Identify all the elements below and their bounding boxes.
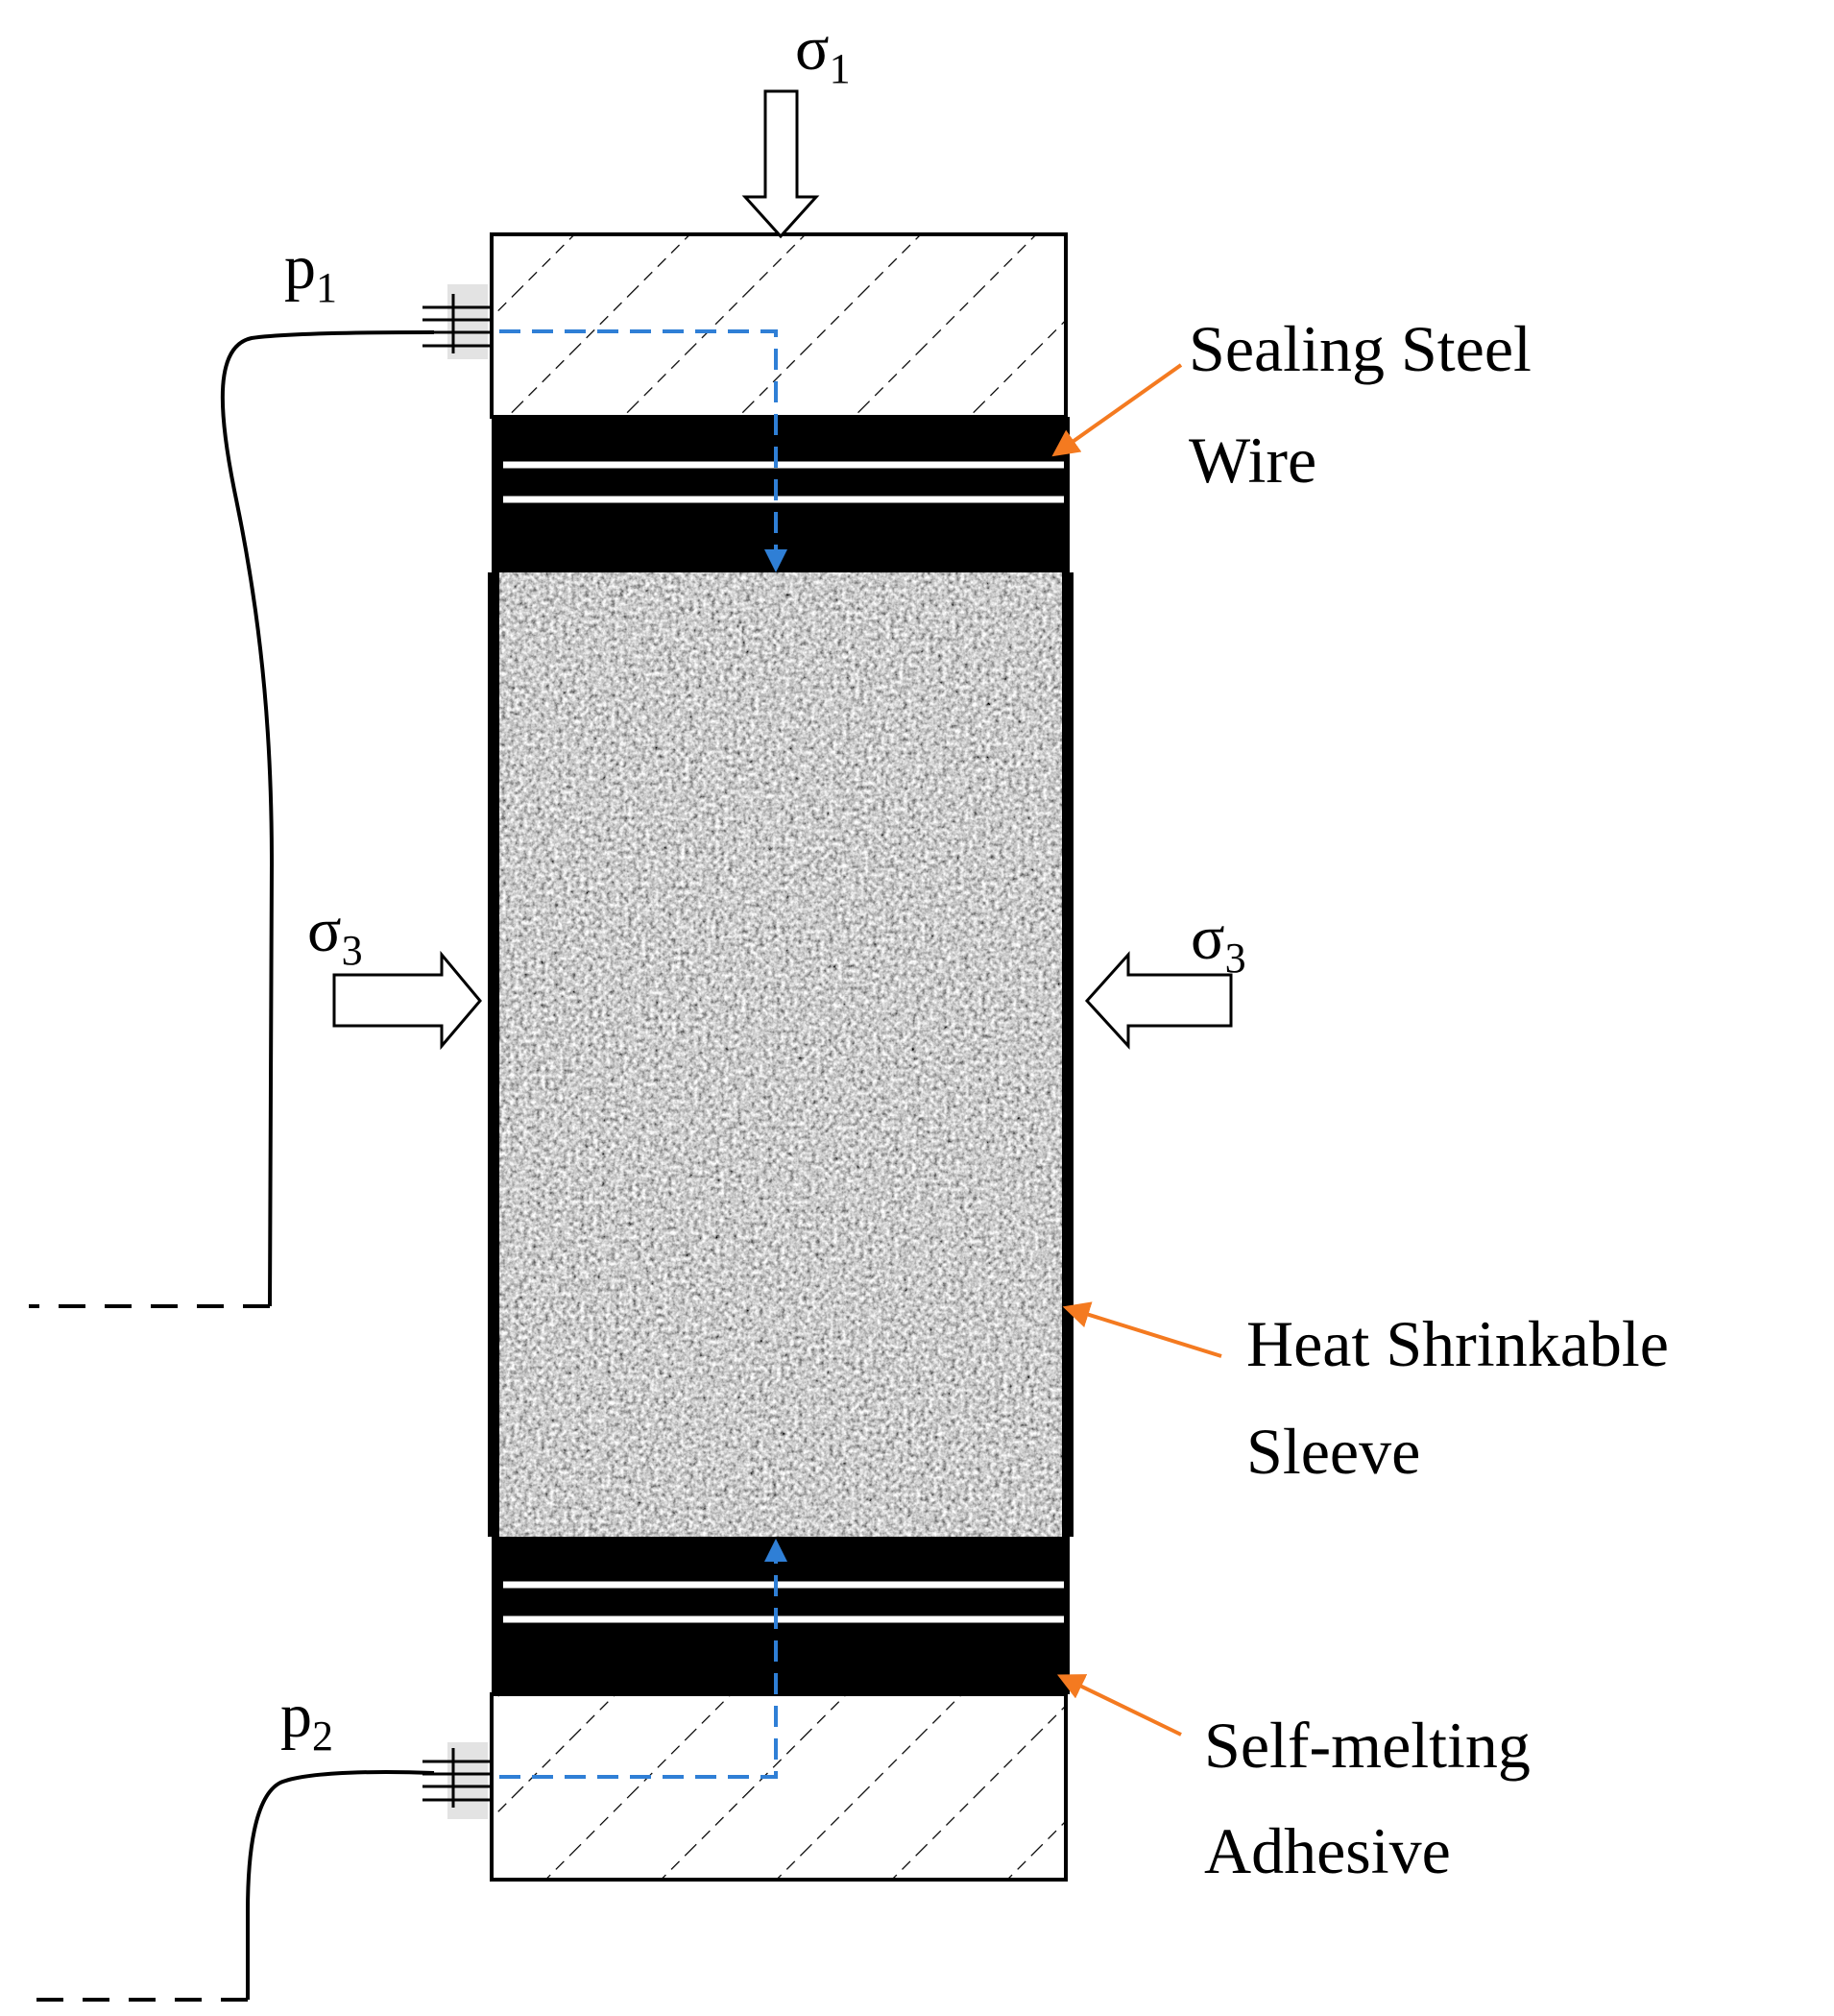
self-melting-adhesive-pointer: [1056, 1674, 1182, 1737]
sigma1-symbol: σ1: [795, 13, 851, 92]
sealing-steel-wire-label-line1: Sealing Steel: [1189, 312, 1532, 385]
bottom-flow-path: [499, 1539, 787, 1779]
p1-symbol: p1: [284, 232, 337, 311]
rock-specimen: [488, 572, 1074, 1537]
sealing-steel-wire-label-line2: Wire: [1189, 424, 1316, 497]
top-port-icon: [422, 284, 492, 359]
bottom-platen: [490, 1692, 1068, 1882]
sigma1-load-arrow-icon: [741, 89, 820, 239]
p2-symbol: p2: [280, 1681, 333, 1760]
top-sealing-band: [492, 417, 1070, 572]
heat-shrinkable-sleeve-label-line2: Sleeve: [1246, 1415, 1420, 1488]
heat-shrinkable-sleeve-label-line1: Heat Shrinkable: [1246, 1307, 1669, 1380]
sigma3-right-load-arrow-icon: [1084, 951, 1233, 1050]
top-flow-path: [499, 329, 787, 572]
bottom-pipe: [246, 1770, 435, 2000]
top-pipe: [220, 330, 435, 1307]
top-platen: [490, 232, 1068, 419]
bottom-sealing-band: [492, 1537, 1070, 1694]
bottom-port-icon: [422, 1742, 492, 1819]
sigma3-left-load-arrow-icon: [332, 950, 482, 1051]
sealing-steel-wire-pointer: [1051, 363, 1183, 457]
sigma3-right-symbol: σ3: [1191, 903, 1246, 982]
self-melting-adhesive-label-line1: Self-melting: [1204, 1709, 1531, 1782]
sigma3-left-symbol: σ3: [307, 895, 363, 974]
self-melting-adhesive-label-line2: Adhesive: [1204, 1814, 1451, 1887]
heat-shrinkable-sleeve-pointer: [1062, 1301, 1222, 1358]
